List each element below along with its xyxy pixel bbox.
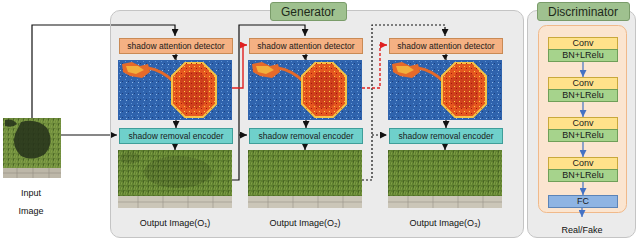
detector-box: shadow attention detector <box>119 38 233 54</box>
bn-layer: BN+LRelu <box>548 49 618 62</box>
generator-ground <box>111 11 524 238</box>
bn-layer: BN+LRelu <box>548 129 618 142</box>
bn-layer: BN+LRelu <box>548 89 618 102</box>
image-label: Output Image(O₃) <box>388 212 502 230</box>
layer-name: shadow removal encoder <box>259 132 354 141</box>
encoder-box: shadow removal encoder <box>119 128 233 144</box>
connector-arrow <box>582 62 583 77</box>
image-label: Output Image(O₂) <box>248 212 362 230</box>
bn-layer: BN+LRelu <box>548 169 618 182</box>
arrow-head <box>302 55 308 60</box>
label-text: Real/Fake <box>561 225 602 235</box>
residual-shadow <box>120 152 140 164</box>
label-text: Output Image(O₃) <box>409 218 480 228</box>
layer-name: shadow attention detector <box>257 42 354 51</box>
dotted-flow-arrow <box>372 134 387 135</box>
discriminator-ground <box>528 11 636 238</box>
detector-box: shadow attention detector <box>389 38 503 54</box>
input-photo <box>3 118 61 178</box>
connector-arrow <box>582 142 583 157</box>
panel-title: Discriminator <box>548 6 618 18</box>
panel-tab: Generator <box>270 2 347 21</box>
layer-name: shadow attention detector <box>397 42 494 51</box>
layer-name: BN+LRelu <box>562 171 603 180</box>
layer-name: FC <box>577 197 589 206</box>
attention-map <box>388 60 502 120</box>
attention-arrow <box>362 45 387 88</box>
panel-tab: Discriminator <box>537 2 630 21</box>
connector-arrow <box>582 182 583 195</box>
layer-name: shadow attention detector <box>127 42 224 51</box>
attention-map <box>118 60 232 120</box>
layer-name: shadow removal encoder <box>399 132 494 141</box>
encoder-box: shadow removal encoder <box>249 128 363 144</box>
output-arrow <box>581 207 582 217</box>
fc-layer: FC <box>548 195 618 208</box>
image-label: Output Image(O₁) <box>118 212 232 230</box>
flow-arrow <box>444 143 445 150</box>
residual-shadow <box>144 156 212 188</box>
layer-name: Conv <box>572 119 593 128</box>
label-text: Input Image <box>18 188 43 216</box>
flow-arrow <box>304 143 305 150</box>
arrow-head <box>442 55 448 60</box>
layer-name: BN+LRelu <box>562 51 603 60</box>
attention-map <box>248 60 362 120</box>
flow-arrow <box>239 134 247 135</box>
layer-name: shadow removal encoder <box>129 132 224 141</box>
label-text: Output Image(O₁) <box>140 218 211 228</box>
label-text: Output Image(O₂) <box>269 218 340 228</box>
layer-name: Conv <box>572 79 593 88</box>
output-photo <box>388 150 502 208</box>
discriminator-panel: DiscriminatorConvBN+LReluConvBN+LReluCon… <box>527 10 636 238</box>
flow-arrow <box>61 134 117 135</box>
layer-name: Conv <box>572 159 593 168</box>
output-label: Real/Fake <box>538 219 626 237</box>
detector-box: shadow attention detector <box>249 38 363 54</box>
layer-name: Conv <box>572 39 593 48</box>
panel-title: Generator <box>281 6 335 18</box>
output-photo <box>248 150 362 208</box>
layer-name: BN+LRelu <box>562 91 603 100</box>
discriminator-inner-box <box>539 26 627 213</box>
layer-name: BN+LRelu <box>562 131 603 140</box>
generator-panel: Generatorshadow attention detectorshadow… <box>110 10 524 238</box>
attention-arrow <box>232 45 247 88</box>
flow-arrow <box>174 143 175 150</box>
output-photo <box>118 150 232 208</box>
connector-arrow <box>582 102 583 117</box>
image-label: Input Image <box>11 182 51 218</box>
arrow-head <box>172 55 178 60</box>
encoder-box: shadow removal encoder <box>389 128 503 144</box>
